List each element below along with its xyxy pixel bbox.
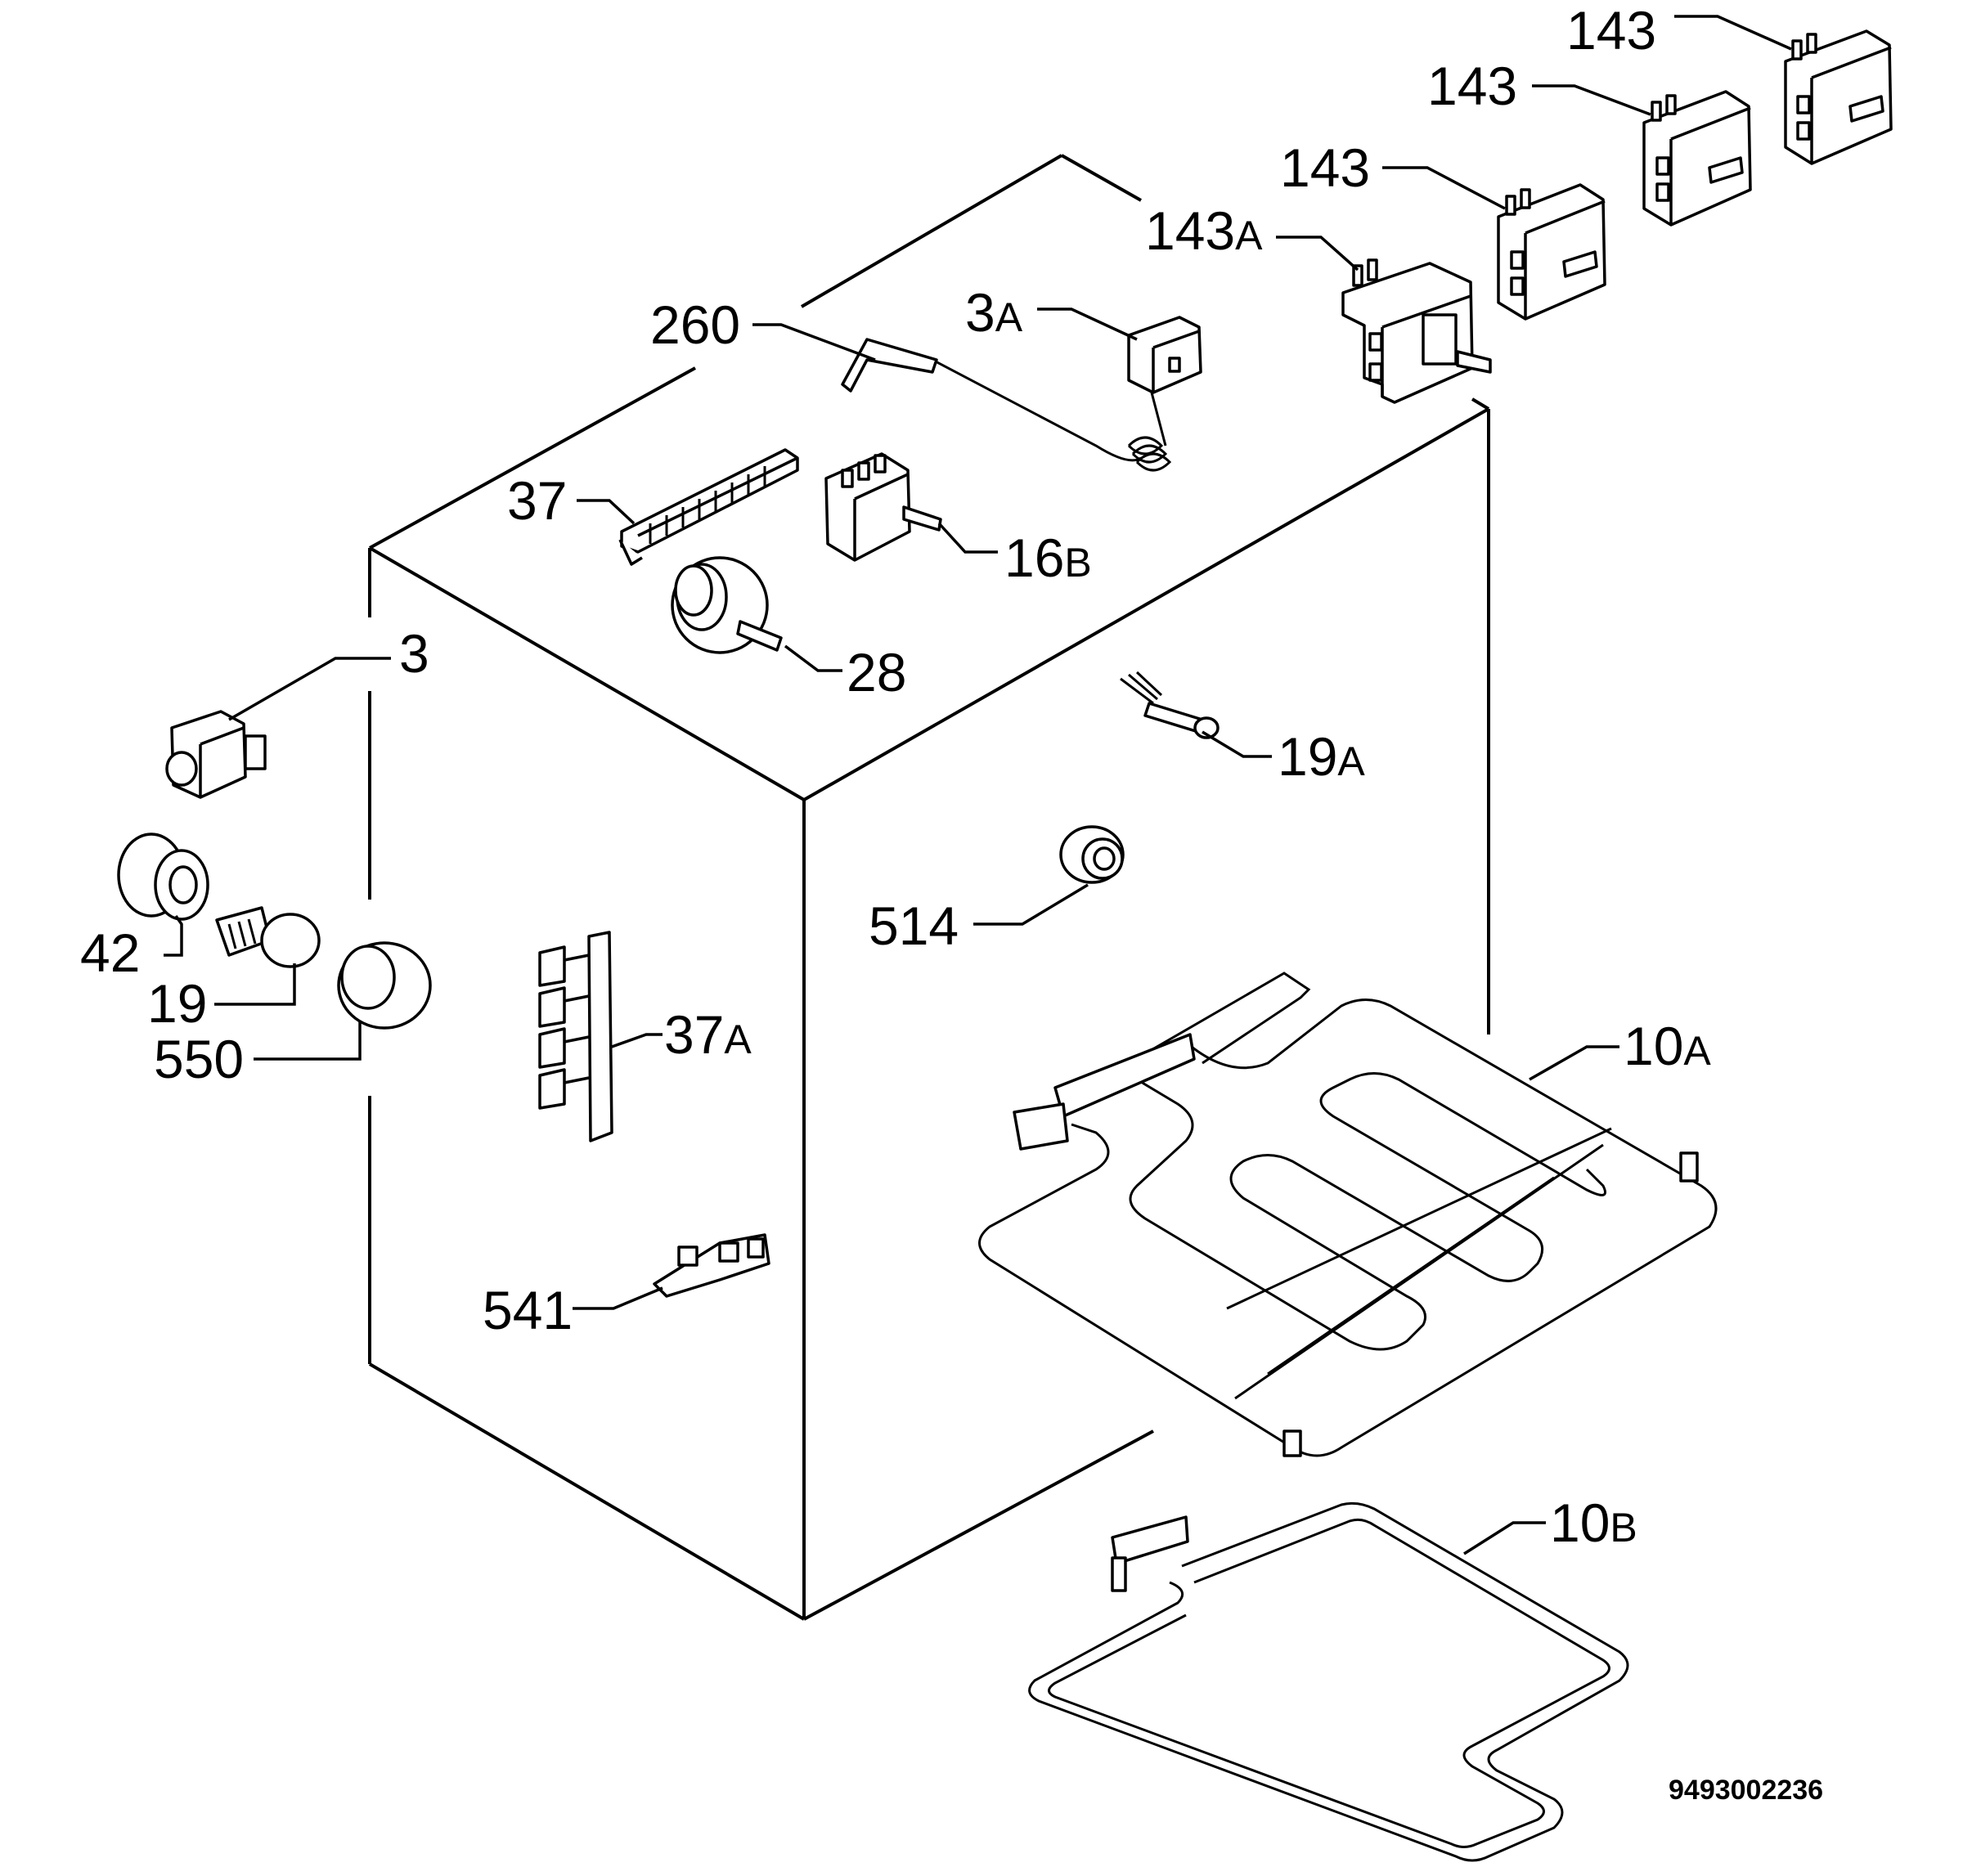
part-label: 143A — [1145, 200, 1263, 261]
indicator-lamp-19a — [1120, 671, 1220, 739]
part-label: 143 — [1427, 56, 1517, 116]
leader-lines — [164, 15, 1792, 1555]
switch-143-top — [1784, 29, 1893, 165]
lamp-19 — [215, 906, 321, 968]
oven-cabinet-outline — [368, 154, 1490, 1621]
part-label: 550 — [154, 1029, 244, 1089]
terminal-strip-37 — [618, 448, 799, 566]
part-label: 260 — [650, 294, 740, 355]
grill-element-10a — [978, 972, 1718, 1457]
part-label: 16B — [1004, 527, 1092, 588]
lamp-holder-42 — [117, 833, 209, 921]
part-label: 541 — [483, 1280, 573, 1340]
part-label: 143 — [1566, 0, 1656, 61]
switch-143-lower — [1497, 183, 1606, 321]
thermostat-3a — [1127, 316, 1202, 394]
switch-143-middle — [1642, 90, 1752, 227]
part-label: 3A — [965, 282, 1023, 343]
part-label: 10A — [1624, 1016, 1711, 1076]
part-label: 37A — [664, 1004, 752, 1065]
bottom-element-10b — [1028, 1501, 1629, 1862]
part-label: 19 — [147, 973, 207, 1034]
part-labels: 143 143 143 143A 260 3A 37 16B 28 3 19A … — [80, 0, 1823, 1806]
part-label: 143 — [1280, 137, 1370, 198]
part-label: 3 — [399, 623, 429, 684]
selector-switch-16b — [824, 452, 942, 562]
part-label: 19A — [1278, 726, 1365, 787]
diagram-code: 9493002236 — [1669, 1775, 1823, 1806]
switch-143a — [1341, 258, 1492, 404]
part-label: 10B — [1550, 1492, 1637, 1553]
part-label: 28 — [847, 642, 906, 702]
grommet-514 — [1059, 825, 1125, 884]
knob-550 — [337, 941, 432, 1030]
clip-541 — [653, 1233, 770, 1298]
component-28 — [671, 556, 783, 654]
part-label: 42 — [80, 922, 140, 983]
capillary-sensor-260 — [841, 338, 1172, 472]
part-label: 37 — [507, 470, 567, 531]
part-label: 514 — [869, 895, 959, 956]
terminal-block-37a — [538, 931, 613, 1142]
switch-3 — [165, 710, 267, 799]
